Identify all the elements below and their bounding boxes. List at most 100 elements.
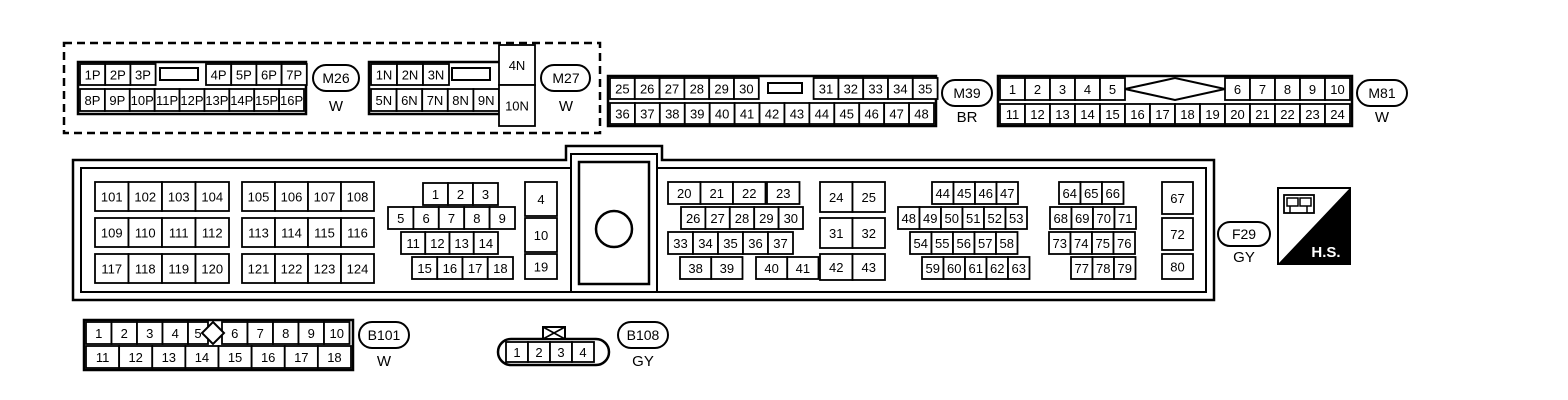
pin-label: 10 xyxy=(330,326,344,341)
pin-label: 1 xyxy=(432,187,439,202)
pin-cell xyxy=(819,253,854,281)
pin-cell xyxy=(995,231,1019,255)
pin-label: 3 xyxy=(557,345,564,360)
pin-label: 72 xyxy=(1170,227,1184,242)
pin-label: 23 xyxy=(776,186,790,201)
pin-cell xyxy=(316,345,352,369)
pin-label: 14 xyxy=(1080,107,1094,122)
pin-cell xyxy=(488,206,516,230)
pin-label: 8N xyxy=(452,93,469,108)
pin-label: 7N xyxy=(427,93,444,108)
pin-label: 37 xyxy=(640,107,654,122)
m26-id-badge xyxy=(312,64,360,92)
pin-cell xyxy=(732,181,767,205)
pin-label: 120 xyxy=(201,262,223,277)
pin-label: 74 xyxy=(1074,236,1088,251)
f29-outer-housing xyxy=(71,144,1216,302)
pin-label: 31 xyxy=(819,82,833,97)
pin-label: 32 xyxy=(844,82,858,97)
m26-housing xyxy=(76,60,308,116)
pin-label: 36 xyxy=(748,236,762,251)
pin-label: 8 xyxy=(1284,82,1291,97)
pin-label: 3 xyxy=(1059,82,1066,97)
pin-label: 8 xyxy=(473,211,480,226)
pin-label: 30 xyxy=(784,211,798,226)
pin-label: 20 xyxy=(1230,107,1244,122)
pin-cell xyxy=(851,217,886,249)
pin-label: 7 xyxy=(448,211,455,226)
pin-label: 2 xyxy=(457,187,464,202)
pin-label: 5 xyxy=(194,326,201,341)
pin-label: 103 xyxy=(168,190,190,205)
pin-label: 59 xyxy=(926,261,940,276)
pin-label: 9 xyxy=(1309,82,1316,97)
pin-label: 64 xyxy=(1063,186,1077,201)
pin-label: 112 xyxy=(202,226,223,241)
pin-label: 65 xyxy=(1084,186,1098,201)
pin-cell xyxy=(1161,217,1194,251)
pin-label: 16 xyxy=(261,350,275,365)
pin-cell xyxy=(1161,253,1194,280)
m39-color: BR xyxy=(957,109,978,126)
pin-label: 38 xyxy=(688,261,702,276)
pin-label: 113 xyxy=(248,226,269,241)
pin-label: 26 xyxy=(640,82,654,97)
m39-lock-tab xyxy=(767,82,803,94)
pin-label: 69 xyxy=(1075,211,1089,226)
pin-label: 23 xyxy=(1305,107,1319,122)
pin-cell xyxy=(498,84,536,127)
pin-label: 50 xyxy=(945,211,959,226)
pin-cell xyxy=(127,181,163,212)
pin-label: 5P xyxy=(236,68,252,83)
pin-label: 1 xyxy=(95,326,102,341)
pin-label: 3 xyxy=(482,187,489,202)
pin-label: 3N xyxy=(428,68,445,83)
b101-color: W xyxy=(377,353,392,370)
pin-label: 6N xyxy=(401,93,418,108)
m26-lock-tab xyxy=(159,67,199,81)
pin-cell xyxy=(278,88,305,112)
pin-cell xyxy=(524,217,558,253)
pin-label: 1 xyxy=(1009,82,1016,97)
pin-label: 18 xyxy=(1180,107,1194,122)
pin-label: 16 xyxy=(443,261,457,276)
pin-label: 7P xyxy=(286,68,302,83)
pin-label: 21 xyxy=(710,186,724,201)
pin-label: 4 xyxy=(172,326,179,341)
pin-label: 11P xyxy=(156,93,178,108)
f29-center-boss xyxy=(577,160,651,286)
pin-label: 71 xyxy=(1118,211,1132,226)
pin-cell xyxy=(472,182,499,206)
pin-cell xyxy=(1101,181,1125,205)
pin-cell xyxy=(851,253,886,281)
pin-label: 34 xyxy=(698,236,712,251)
pin-cell xyxy=(1324,103,1351,125)
b101-housing xyxy=(82,318,355,372)
pin-label: 48 xyxy=(914,107,928,122)
pin-label: 121 xyxy=(248,262,270,277)
m81-id: M81 xyxy=(1368,85,1395,101)
pin-label: 30 xyxy=(739,82,753,97)
pin-label: 35 xyxy=(723,236,737,251)
pin-label: 17 xyxy=(1155,107,1169,122)
pin-label: 7 xyxy=(1259,82,1266,97)
pin-cell xyxy=(307,181,342,212)
pin-label: 13 xyxy=(162,350,176,365)
pin-label: 77 xyxy=(1075,261,1089,276)
pin-label: 63 xyxy=(1012,261,1026,276)
pin-label: 116 xyxy=(347,226,368,241)
pin-label: 17 xyxy=(294,350,308,365)
